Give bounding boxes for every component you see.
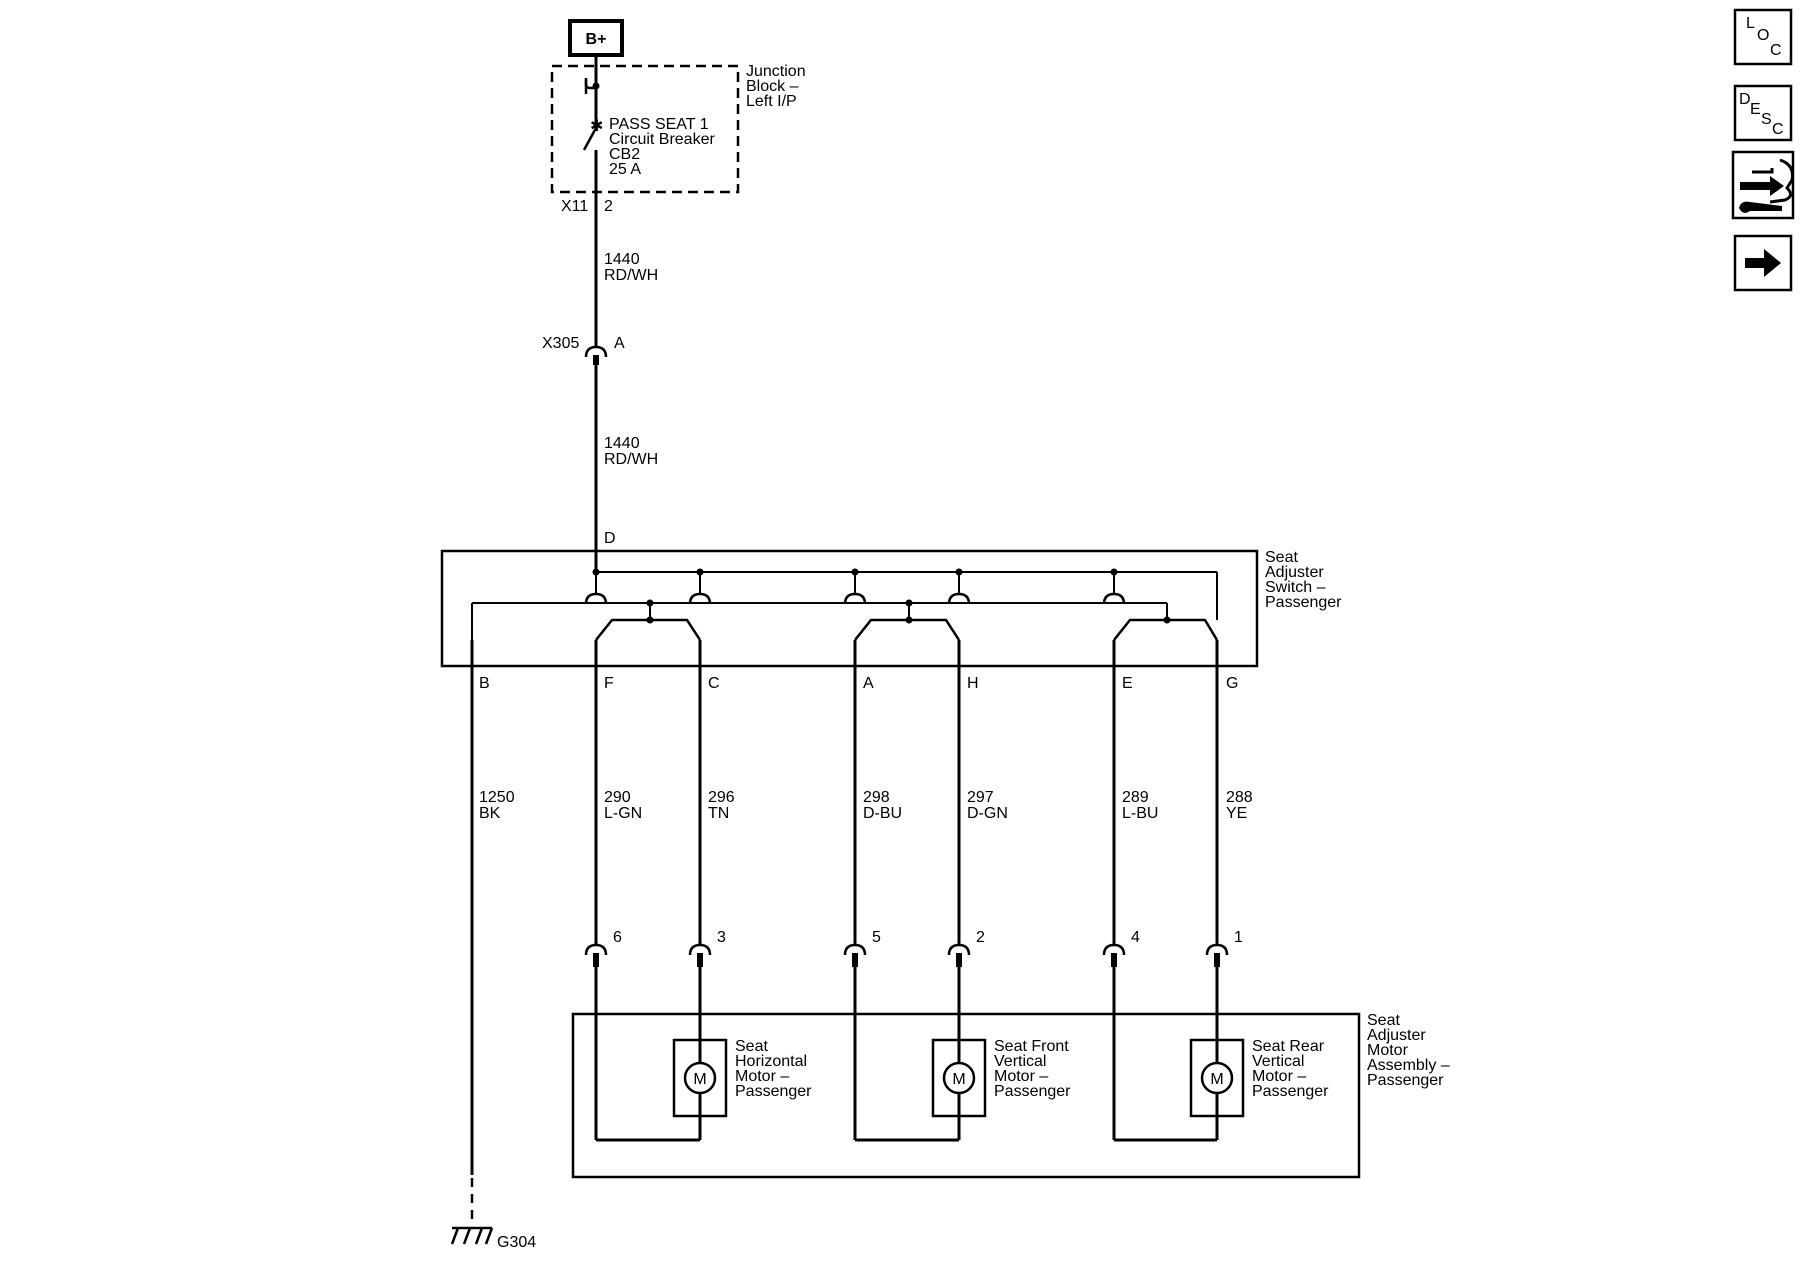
ground-icon <box>450 1226 494 1245</box>
switch-pin-labels: B F C A H E G <box>479 675 1238 692</box>
switch-section-front-vertical <box>843 592 971 641</box>
wire-upper-color: RD/WH <box>604 267 658 284</box>
svg-text:G: G <box>1226 675 1238 692</box>
svg-text:5: 5 <box>872 929 881 946</box>
junction-block-outline <box>550 64 740 194</box>
wire-labels: 1250 BK 290 L-GN 296 TN 298 D-BU 297 D-G… <box>479 789 1253 822</box>
svg-text:L: L <box>1746 15 1755 32</box>
svg-text:H: H <box>967 675 979 692</box>
switch-input-pin: D <box>604 530 616 547</box>
svg-text:C: C <box>1770 42 1782 59</box>
svg-text:E: E <box>1750 101 1761 118</box>
svg-text:6: 6 <box>613 929 622 946</box>
wire-lower-circuit: 1440 <box>604 435 640 452</box>
seat-horizontal-motor: M <box>672 1038 728 1118</box>
svg-text:290: 290 <box>604 789 631 806</box>
connector-wrench-icon[interactable] <box>1731 150 1795 220</box>
svg-text:B: B <box>479 675 490 692</box>
svg-text:F: F <box>604 675 614 692</box>
power-label: B+ <box>586 31 607 48</box>
svg-text:✱: ✱ <box>590 118 603 135</box>
seat-front-vertical-motor: M <box>931 1038 987 1118</box>
svg-text:A: A <box>863 675 874 692</box>
switch-outline <box>440 549 1259 668</box>
inline-connector-x305 <box>584 345 608 365</box>
switch-name: Seat Adjuster Switch – Passenger <box>1265 549 1342 611</box>
seat-front-vertical-motor-label: Seat Front Vertical Motor – Passenger <box>994 1038 1073 1100</box>
svg-text:4: 4 <box>1131 929 1140 946</box>
wire-lower-color: RD/WH <box>604 451 658 468</box>
circuit-breaker-label: PASS SEAT 1 Circuit Breaker CB2 25 A <box>609 116 719 178</box>
ground-label: G304 <box>497 1234 536 1251</box>
seat-rear-vertical-motor: M <box>1189 1038 1245 1118</box>
svg-text:D: D <box>1739 91 1751 108</box>
svg-text:YE: YE <box>1226 805 1247 822</box>
svg-text:C: C <box>1772 121 1784 138</box>
junction-pin-label: 2 <box>604 198 613 215</box>
svg-text:289: 289 <box>1122 789 1149 806</box>
svg-text:M: M <box>1210 1071 1223 1088</box>
svg-text:297: 297 <box>967 789 994 806</box>
svg-text:296: 296 <box>708 789 735 806</box>
switch-section-horizontal <box>584 592 712 641</box>
motor-pin-labels: 6 3 5 2 4 1 <box>613 929 1243 946</box>
seat-rear-vertical-motor-label: Seat Rear Vertical Motor – Passenger <box>1252 1038 1329 1100</box>
svg-text:C: C <box>708 675 720 692</box>
next-page-button[interactable] <box>1733 234 1793 292</box>
svg-text:M: M <box>693 1071 706 1088</box>
svg-text:298: 298 <box>863 789 890 806</box>
svg-text:L-GN: L-GN <box>604 805 642 822</box>
svg-text:D-BU: D-BU <box>863 805 902 822</box>
svg-text:L-BU: L-BU <box>1122 805 1158 822</box>
circuit-breaker-symbol: ✱ <box>582 118 603 212</box>
svg-text:O: O <box>1757 27 1769 44</box>
svg-text:S: S <box>1761 111 1772 128</box>
power-source: B+ <box>568 19 624 57</box>
svg-text:2: 2 <box>976 929 985 946</box>
switch-section-rear-vertical <box>1102 592 1219 641</box>
loc-button[interactable]: L O C <box>1733 8 1793 66</box>
svg-text:BK: BK <box>479 805 501 822</box>
svg-text:288: 288 <box>1226 789 1253 806</box>
junction-connector-label: X11 <box>561 198 588 215</box>
wire-upper-circuit: 1440 <box>604 251 640 268</box>
inline-connector-name: X305 <box>542 335 579 352</box>
svg-text:TN: TN <box>708 805 729 822</box>
arrow-right-icon <box>1745 249 1781 277</box>
svg-text:D-GN: D-GN <box>967 805 1008 822</box>
junction-block-name: Junction Block – Left I/P <box>746 63 810 110</box>
svg-text:1250: 1250 <box>479 789 515 806</box>
svg-text:1: 1 <box>1234 929 1243 946</box>
desc-button[interactable]: D E S C <box>1733 84 1793 142</box>
svg-text:3: 3 <box>717 929 726 946</box>
inline-connector-pin: A <box>614 335 625 352</box>
svg-text:M: M <box>952 1071 965 1088</box>
svg-text:E: E <box>1122 675 1133 692</box>
motor-assembly-name: Seat Adjuster Motor Assembly – Passenger <box>1367 1012 1454 1089</box>
seat-horizontal-motor-label: Seat Horizontal Motor – Passenger <box>735 1038 812 1100</box>
motor-assembly-outline <box>571 1012 1361 1179</box>
motor-connector-terminals <box>584 943 1229 967</box>
